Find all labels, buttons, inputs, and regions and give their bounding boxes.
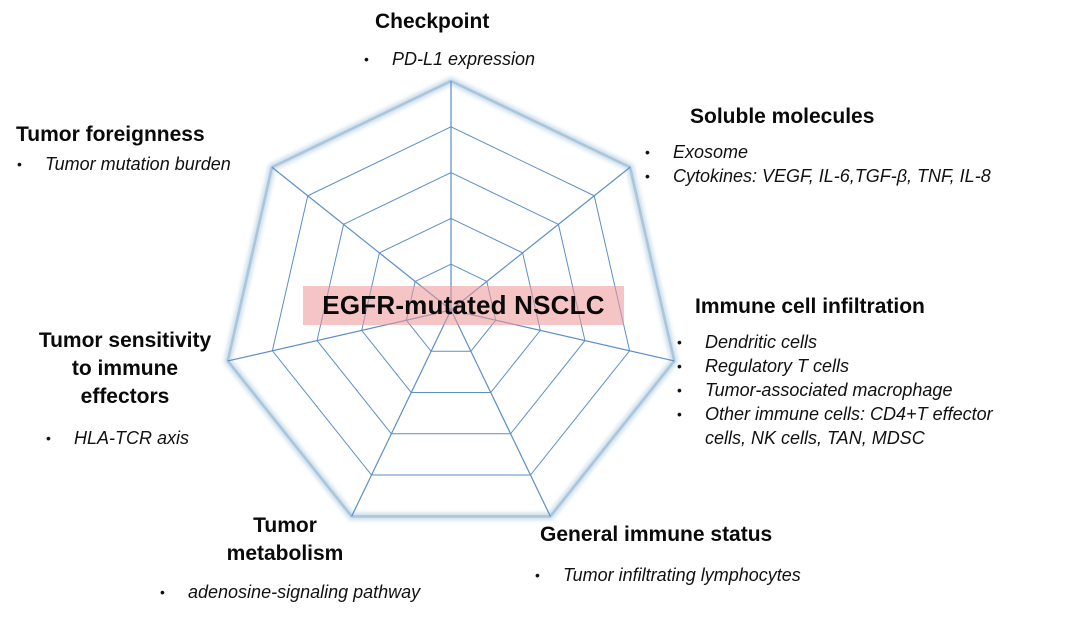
dimension-items: •Tumor infiltrating lymphocytes <box>535 563 801 587</box>
dimension-items: •Tumor mutation burden <box>17 152 231 176</box>
bullet-icon: • <box>677 334 682 350</box>
dimension-title: General immune status <box>540 523 773 546</box>
dimension-title: Immune cell infiltration <box>695 295 925 318</box>
list-item: •adenosine-signaling pathway <box>160 582 421 602</box>
bullet-icon: • <box>160 584 165 600</box>
dimension-items: •adenosine-signaling pathway <box>160 580 420 604</box>
dimension-title-line: metabolism <box>226 542 344 565</box>
dimension-checkpoint: Checkpoint <box>375 8 489 36</box>
dimension-title: Soluble molecules <box>690 105 875 128</box>
dimension-title-line: to immune <box>71 357 179 380</box>
bullet-icon: • <box>645 144 650 160</box>
radar-ring <box>271 126 631 476</box>
radar-ring <box>226 79 676 518</box>
list-item: •Tumor-associated macrophage <box>677 380 953 400</box>
list-item: •Tumor mutation burden <box>17 154 231 174</box>
bullet-icon: • <box>364 51 369 67</box>
list-item: •Regulatory T cells <box>677 356 850 376</box>
dimension-title-line: Tumor <box>253 514 317 537</box>
bullet-icon: • <box>535 567 540 583</box>
radar-ring <box>316 172 586 435</box>
list-item: •PD-L1 expression <box>364 49 536 69</box>
dimension-tumor-sensitivity: Tumor sensitivity to immune effectors <box>20 327 230 411</box>
center-label: EGFR-mutated NSCLC <box>303 286 624 325</box>
radar-spoke <box>351 309 452 517</box>
list-item: •Dendritic cells <box>677 332 818 352</box>
dimension-items: •PD-L1 expression <box>364 47 535 71</box>
list-item: •Cytokines: VEGF, IL-6,TGF-β, TNF, IL-8 <box>645 166 991 186</box>
bullet-icon: • <box>46 430 51 446</box>
radar-ring <box>361 217 541 394</box>
dimension-title-line: effectors <box>80 385 170 408</box>
list-item: •Tumor infiltrating lymphocytes <box>535 565 801 585</box>
dimension-title: Tumor foreignness <box>16 123 205 146</box>
bullet-icon: • <box>645 168 650 184</box>
list-item: •HLA-TCR axis <box>46 428 190 448</box>
dimension-items: •Exosome •Cytokines: VEGF, IL-6,TGF-β, T… <box>645 140 991 188</box>
list-item: •Exosome <box>645 142 749 162</box>
dimension-immune-cell-infiltration: Immune cell infiltration <box>695 293 925 321</box>
dimension-tumor-metabolism: Tumor metabolism <box>210 512 360 568</box>
dimension-items: •Dendritic cells •Regulatory T cells •Tu… <box>677 330 993 450</box>
radar-spoke <box>450 309 551 517</box>
dimension-title-line: Tumor sensitivity <box>38 329 212 352</box>
bullet-icon: • <box>677 382 682 398</box>
bullet-icon: • <box>17 156 22 172</box>
dimension-soluble-molecules: Soluble molecules <box>690 103 874 131</box>
bullet-icon: • <box>677 358 682 374</box>
dimension-title: Checkpoint <box>375 10 490 33</box>
dimension-items: •HLA-TCR axis <box>46 426 189 450</box>
dimension-general-immune-status: General immune status <box>540 521 772 549</box>
dimension-tumor-foreignness: Tumor foreignness <box>16 121 205 149</box>
bullet-icon: • <box>677 406 682 422</box>
